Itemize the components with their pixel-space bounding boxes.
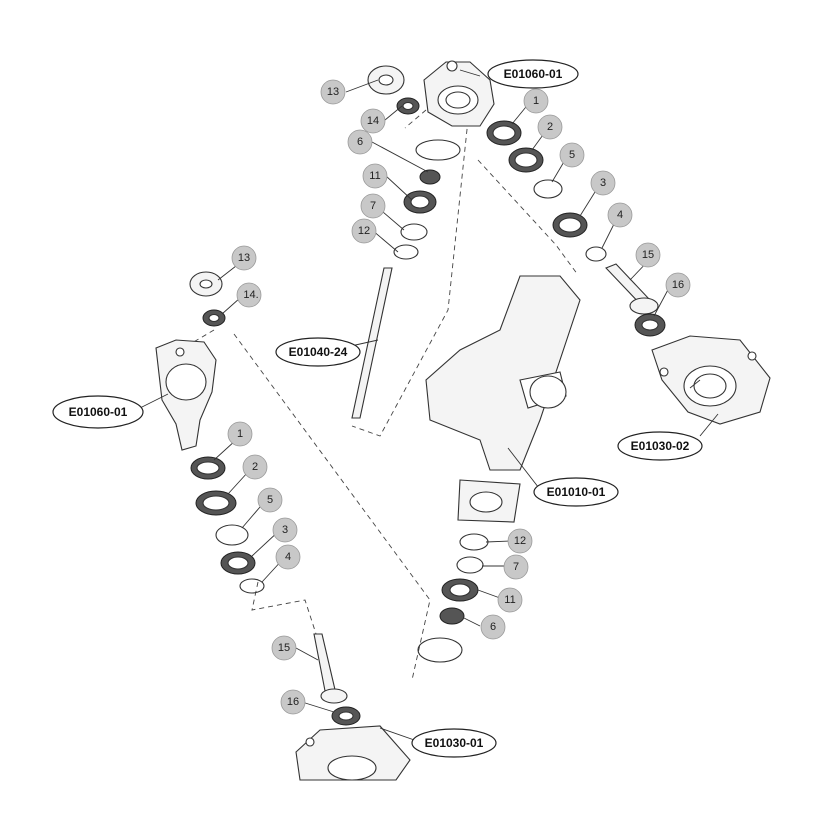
label-11-upper: 11 bbox=[369, 170, 380, 182]
clip-12-upper bbox=[393, 244, 419, 260]
upper-assembly bbox=[351, 60, 771, 425]
left-assembly bbox=[155, 271, 411, 781]
label-13-upper: 13 bbox=[327, 86, 339, 98]
shaft-15-left bbox=[313, 633, 348, 704]
label-12-center: 12 bbox=[514, 535, 526, 547]
label-16-left: 16 bbox=[287, 696, 299, 708]
clip-12-center bbox=[459, 533, 489, 551]
label-5-upper: 5 bbox=[569, 149, 575, 161]
label-2-upper: 2 bbox=[547, 121, 553, 133]
ring-7-upper bbox=[400, 223, 428, 241]
clip-5-upper bbox=[533, 179, 563, 199]
code-bottom-gearbox: E01030-01 bbox=[425, 736, 484, 750]
label-5-left: 5 bbox=[267, 494, 273, 506]
ring-1-upper bbox=[486, 120, 522, 146]
bearing-6-center bbox=[439, 607, 465, 625]
shaft-15-upper bbox=[605, 263, 659, 315]
bearing-16-left bbox=[331, 706, 361, 726]
ring-4-upper bbox=[585, 246, 607, 262]
label-1-left: 1 bbox=[237, 428, 243, 440]
label-1-upper: 1 bbox=[533, 95, 539, 107]
label-6-upper: 6 bbox=[357, 136, 363, 148]
bearing-3-upper bbox=[552, 212, 588, 238]
ring-7-center bbox=[456, 556, 484, 574]
label-3-left: 3 bbox=[282, 524, 288, 536]
label-11-center: 11 bbox=[504, 594, 515, 606]
cap-13-left bbox=[189, 271, 223, 297]
gearbox-right bbox=[651, 335, 771, 425]
cap-13-upper bbox=[367, 65, 405, 95]
upper-number-bubbles: 13 14 1 2 6 5 11 3 7 4 12 15 16 bbox=[320, 79, 691, 298]
bearing-14-left bbox=[202, 309, 226, 327]
label-12-upper: 12 bbox=[358, 225, 370, 237]
label-4-upper: 4 bbox=[617, 209, 623, 221]
label-7-center: 7 bbox=[513, 561, 519, 573]
bearing-14-upper bbox=[396, 97, 420, 115]
ring-1-left bbox=[190, 456, 226, 480]
bearing-11-upper bbox=[403, 190, 437, 214]
code-left-housing: E01060-01 bbox=[69, 405, 128, 419]
code-shaft: E01040-24 bbox=[289, 345, 348, 359]
gearbox-bottom bbox=[295, 725, 411, 781]
bearing-11-center bbox=[441, 578, 479, 602]
label-4-left: 4 bbox=[285, 551, 291, 563]
code-center-tube: E01010-01 bbox=[547, 485, 606, 499]
oring-center bbox=[417, 637, 463, 663]
assembly-code-labels: E01060-01 E01060-01 E01040-24 E01010-01 … bbox=[52, 59, 703, 758]
label-7-upper: 7 bbox=[370, 200, 376, 212]
clip-5-left bbox=[215, 524, 249, 546]
code-top-housing: E01060-01 bbox=[504, 67, 563, 81]
label-14-left: 14. bbox=[243, 289, 258, 301]
label-15-upper: 15 bbox=[642, 249, 654, 261]
center-number-bubbles: 12 7 11 6 bbox=[480, 528, 533, 640]
label-15-left: 15 bbox=[278, 642, 290, 654]
center-lower-parts bbox=[417, 533, 489, 663]
label-2-left: 2 bbox=[252, 461, 258, 473]
label-14-upper: 14 bbox=[367, 115, 379, 127]
code-right-gearbox: E01030-02 bbox=[631, 439, 690, 453]
housing-left bbox=[155, 339, 217, 451]
seal-2-upper bbox=[508, 147, 544, 173]
label-16-upper: 16 bbox=[672, 279, 684, 291]
label-3-upper: 3 bbox=[600, 177, 606, 189]
seal-2-left bbox=[195, 490, 237, 516]
bearing-3-left bbox=[220, 551, 256, 575]
ring-4-left bbox=[239, 578, 265, 594]
label-6-center: 6 bbox=[490, 621, 496, 633]
shaft-e01040-24 bbox=[351, 267, 393, 419]
label-13-left: 13 bbox=[238, 252, 250, 264]
bearing-6-small-upper bbox=[419, 169, 441, 185]
oring-6-upper bbox=[415, 139, 461, 161]
housing-top bbox=[423, 60, 495, 127]
left-number-bubbles: 13 14. 1 2 5 3 4 15 16 bbox=[227, 245, 306, 715]
center-tube bbox=[425, 275, 581, 523]
bearing-16-upper bbox=[634, 313, 666, 337]
assembly-dash-lines bbox=[179, 109, 579, 681]
